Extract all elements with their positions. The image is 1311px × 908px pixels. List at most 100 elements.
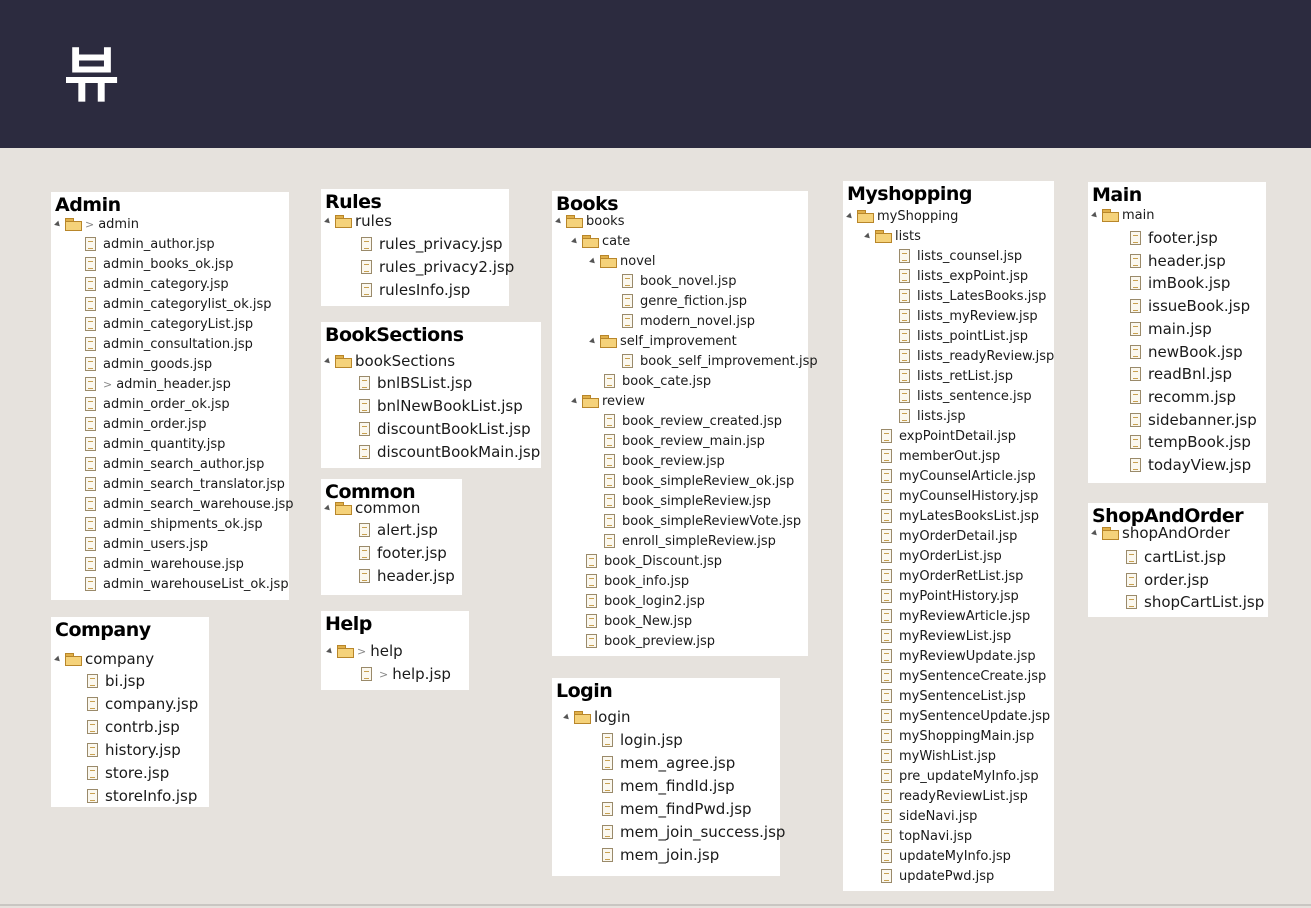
tree-file[interactable]: mem_join_success.jsp xyxy=(602,822,785,842)
tree-file[interactable]: expPointDetail.jsp xyxy=(881,426,1016,446)
tree-file[interactable]: myOrderDetail.jsp xyxy=(881,526,1017,546)
tree-file[interactable]: genre_fiction.jsp xyxy=(622,291,747,311)
tree-file[interactable]: footer.jsp xyxy=(359,543,447,563)
tree-file[interactable]: admin_search_warehouse.jsp xyxy=(85,494,294,514)
tree-file[interactable]: book_cate.jsp xyxy=(604,371,711,391)
tree-file[interactable]: topNavi.jsp xyxy=(881,826,972,846)
tree-file[interactable]: company.jsp xyxy=(87,694,198,714)
tree-file[interactable]: myWishList.jsp xyxy=(881,746,996,766)
tree-file[interactable]: bnlBSList.jsp xyxy=(359,373,472,393)
tree-file[interactable]: history.jsp xyxy=(87,740,181,760)
tree-file[interactable]: todayView.jsp xyxy=(1130,455,1251,475)
tree-file[interactable]: rulesInfo.jsp xyxy=(361,280,470,300)
tree-file[interactable]: imBook.jsp xyxy=(1130,273,1230,293)
tree-file[interactable]: pre_updateMyInfo.jsp xyxy=(881,766,1039,786)
expand-triangle-icon[interactable] xyxy=(54,220,62,228)
expand-triangle-icon[interactable] xyxy=(324,217,332,225)
tree-file[interactable]: admin_shipments_ok.jsp xyxy=(85,514,263,534)
tree-file[interactable]: updatePwd.jsp xyxy=(881,866,994,886)
tree-file[interactable]: admin_author.jsp xyxy=(85,234,215,254)
tree-file[interactable]: admin_category.jsp xyxy=(85,274,229,294)
tree-file[interactable]: header.jsp xyxy=(359,566,455,586)
tree-file[interactable]: admin_order.jsp xyxy=(85,414,206,434)
tree-file[interactable]: tempBook.jsp xyxy=(1130,432,1251,452)
tree-file[interactable]: cartList.jsp xyxy=(1126,547,1226,567)
tree-folder[interactable]: novel xyxy=(589,251,656,271)
tree-file[interactable]: modern_novel.jsp xyxy=(622,311,755,331)
tree-file[interactable]: myOrderList.jsp xyxy=(881,546,1002,566)
tree-file[interactable]: rules_privacy2.jsp xyxy=(361,257,514,277)
tree-file[interactable]: book_simpleReview.jsp xyxy=(604,491,771,511)
tree-file[interactable]: main.jsp xyxy=(1130,319,1212,339)
expand-triangle-icon[interactable] xyxy=(864,232,872,240)
tree-file[interactable]: admin_quantity.jsp xyxy=(85,434,225,454)
tree-file[interactable]: myCounselArticle.jsp xyxy=(881,466,1036,486)
tree-file[interactable]: lists_retList.jsp xyxy=(899,366,1013,386)
tree-file[interactable]: myOrderRetList.jsp xyxy=(881,566,1023,586)
expand-triangle-icon[interactable] xyxy=(1091,529,1099,537)
tree-file[interactable]: mem_findPwd.jsp xyxy=(602,799,752,819)
tree-file[interactable]: book_Discount.jsp xyxy=(586,551,722,571)
tree-folder[interactable]: bookSections xyxy=(324,351,455,371)
tree-file[interactable]: discountBookList.jsp xyxy=(359,419,531,439)
tree-folder[interactable]: books xyxy=(555,211,624,231)
tree-file[interactable]: store.jsp xyxy=(87,763,169,783)
tree-file[interactable]: mySentenceCreate.jsp xyxy=(881,666,1046,686)
tree-file[interactable]: >admin_header.jsp xyxy=(85,374,231,394)
tree-file[interactable]: admin_consultation.jsp xyxy=(85,334,253,354)
tree-folder[interactable]: main xyxy=(1091,205,1154,225)
tree-file[interactable]: mySentenceList.jsp xyxy=(881,686,1026,706)
tree-file[interactable]: enroll_simpleReview.jsp xyxy=(604,531,776,551)
expand-triangle-icon[interactable] xyxy=(589,257,597,265)
tree-file[interactable]: lists_counsel.jsp xyxy=(899,246,1022,266)
tree-file[interactable]: readBnl.jsp xyxy=(1130,364,1232,384)
tree-file[interactable]: order.jsp xyxy=(1126,570,1209,590)
tree-file[interactable]: newBook.jsp xyxy=(1130,342,1243,362)
tree-file[interactable]: alert.jsp xyxy=(359,520,438,540)
expand-triangle-icon[interactable] xyxy=(589,337,597,345)
expand-triangle-icon[interactable] xyxy=(846,212,854,220)
tree-file[interactable]: mem_join.jsp xyxy=(602,845,719,865)
tree-file[interactable]: book_simpleReviewVote.jsp xyxy=(604,511,801,531)
tree-file[interactable]: book_login2.jsp xyxy=(586,591,705,611)
tree-folder[interactable]: cate xyxy=(571,231,630,251)
tree-file[interactable]: book_simpleReview_ok.jsp xyxy=(604,471,794,491)
tree-file[interactable]: lists_LatesBooks.jsp xyxy=(899,286,1046,306)
tree-file[interactable]: mem_findId.jsp xyxy=(602,776,735,796)
tree-file[interactable]: admin_warehouseList_ok.jsp xyxy=(85,574,289,594)
tree-file[interactable]: lists_readyReview.jsp xyxy=(899,346,1054,366)
tree-file[interactable]: book_review_main.jsp xyxy=(604,431,765,451)
tree-file[interactable]: bi.jsp xyxy=(87,671,145,691)
tree-file[interactable]: myReviewList.jsp xyxy=(881,626,1011,646)
tree-file[interactable]: login.jsp xyxy=(602,730,683,750)
tree-file[interactable]: mem_agree.jsp xyxy=(602,753,735,773)
tree-file[interactable]: admin_users.jsp xyxy=(85,534,208,554)
tree-file[interactable]: admin_order_ok.jsp xyxy=(85,394,230,414)
tree-folder[interactable]: review xyxy=(571,391,645,411)
tree-folder[interactable]: >admin xyxy=(54,214,139,234)
tree-file[interactable]: admin_books_ok.jsp xyxy=(85,254,233,274)
tree-file[interactable]: book_info.jsp xyxy=(586,571,689,591)
tree-file[interactable]: sideNavi.jsp xyxy=(881,806,977,826)
tree-file[interactable]: footer.jsp xyxy=(1130,228,1218,248)
tree-folder[interactable]: rules xyxy=(324,211,392,231)
tree-file[interactable]: mySentenceUpdate.jsp xyxy=(881,706,1050,726)
expand-triangle-icon[interactable] xyxy=(324,504,332,512)
expand-triangle-icon[interactable] xyxy=(563,713,571,721)
expand-triangle-icon[interactable] xyxy=(571,397,579,405)
tree-file[interactable]: lists_expPoint.jsp xyxy=(899,266,1028,286)
tree-file[interactable]: admin_search_translator.jsp xyxy=(85,474,285,494)
tree-folder[interactable]: myShopping xyxy=(846,206,958,226)
tree-file[interactable]: sidebanner.jsp xyxy=(1130,410,1257,430)
tree-file[interactable]: storeInfo.jsp xyxy=(87,786,197,806)
tree-file[interactable]: admin_categorylist_ok.jsp xyxy=(85,294,272,314)
tree-file[interactable]: book_New.jsp xyxy=(586,611,692,631)
tree-file[interactable]: book_novel.jsp xyxy=(622,271,736,291)
tree-file[interactable]: myCounselHistory.jsp xyxy=(881,486,1038,506)
tree-file[interactable]: discountBookMain.jsp xyxy=(359,442,540,462)
expand-triangle-icon[interactable] xyxy=(324,357,332,365)
tree-file[interactable]: book_preview.jsp xyxy=(586,631,715,651)
tree-file[interactable]: myReviewUpdate.jsp xyxy=(881,646,1036,666)
tree-file[interactable]: updateMyInfo.jsp xyxy=(881,846,1011,866)
tree-file[interactable]: recomm.jsp xyxy=(1130,387,1236,407)
